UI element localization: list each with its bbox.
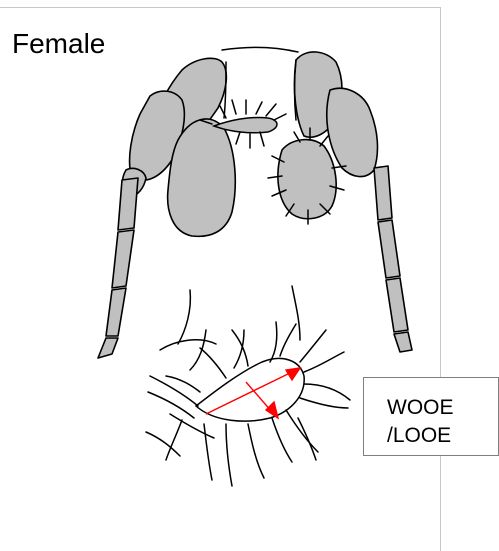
left-leg-seg-1 (118, 178, 138, 230)
callout-line-2: /LOOE (387, 422, 498, 450)
left-leg-seg-3 (106, 288, 126, 336)
measurement-callout: WOOE /LOOE (363, 377, 499, 456)
right-leg-seg-3 (386, 278, 408, 332)
width-arrow (206, 372, 292, 414)
right-second-segment (327, 88, 378, 176)
right-leg-seg-2 (378, 220, 400, 278)
left-leg-seg-4 (98, 338, 118, 358)
figure-title: Female (12, 30, 105, 58)
head-top-outline (222, 47, 298, 52)
right-central-lobe (278, 140, 336, 219)
left-leg-seg-2 (112, 230, 134, 288)
right-leg-seg-1 (374, 166, 392, 220)
right-leg-seg-4 (394, 332, 412, 352)
callout-line-1: WOOE (387, 394, 498, 422)
